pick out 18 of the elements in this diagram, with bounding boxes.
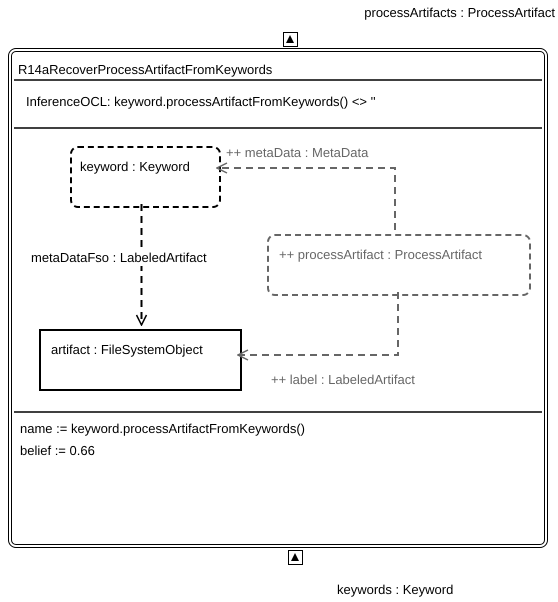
rule-title: R14aRecoverProcessArtifactFromKeywords — [18, 62, 272, 78]
assignment-text: name := keyword.processArtifactFromKeywords() — [20, 421, 306, 437]
port-box — [288, 550, 303, 565]
condition-text: InferenceOCL: keyword.processArtifactFromKeywords() <> '' — [26, 94, 376, 110]
object-box — [39, 329, 242, 391]
association-arrow — [136, 204, 148, 326]
port-box — [283, 32, 298, 47]
object-label: ++ processArtifact : ProcessArtifact — [279, 247, 482, 263]
assignment-text: belief := 0.66 — [20, 443, 95, 459]
object-box — [267, 234, 531, 296]
edge-label: metaDataFso : LabeledArtifact — [30, 250, 208, 266]
association-arrow — [216, 162, 396, 230]
object-box — [70, 146, 221, 208]
object-label: keyword : Keyword — [80, 159, 190, 175]
port-label: keywords : Keyword — [337, 582, 454, 598]
object-label: artifact : FileSystemObject — [51, 342, 203, 358]
port-label: processArtifacts : ProcessArtifact — [364, 5, 555, 21]
association-arrow — [237, 292, 399, 361]
